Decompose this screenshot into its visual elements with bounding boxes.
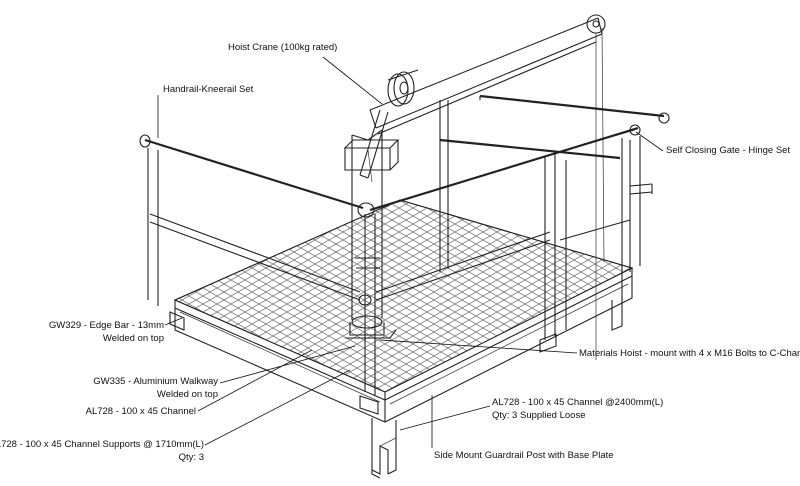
leader-lines [157,56,664,448]
label-edge-bar: GW329 - Edge Bar - 13mm [49,320,164,331]
hoist-strut [359,109,389,183]
channel-supports [371,296,623,479]
label-channel-2400: AL728 - 100 x 45 Channel @2400mm(L) [492,397,663,408]
label-channel: AL728 - 100 x 45 Channel [86,406,196,417]
label-edge-bar-note: Welded on top [103,333,164,344]
base-plates [169,311,557,415]
label-self-closing-gate: Self Closing Gate - Hinge Set [666,145,790,156]
label-handrail-kneerail: Handrail-Kneerail Set [163,84,254,95]
channel-base [174,276,633,423]
label-channel-supports: AL728 - 100 x 45 Channel Supports @ 1710… [0,439,204,450]
label-materials-hoist: Materials Hoist - mount with 4 x M16 Bol… [579,348,800,359]
self-closing-gate [559,129,635,330]
label-hoist-crane: Hoist Crane (100kg rated) [228,42,337,53]
aluminium-walkway [173,199,634,393]
label-walkway-note: Welded on top [157,389,218,400]
label-channel-2400-qty: Qty: 3 Supplied Loose [492,410,585,421]
rear-guardrail [439,94,670,272]
label-guardrail-post: Side Mount Guardrail Post with Base Plat… [434,450,614,461]
winch-drum [387,69,419,107]
label-walkway: GW335 - Aluminium Walkway [93,376,218,387]
label-channel-supports-qty: Qty: 3 [179,452,204,463]
annotations: Hoist Crane (100kg rated) Handrail-Kneer… [0,42,800,463]
left-handrail [139,134,375,306]
